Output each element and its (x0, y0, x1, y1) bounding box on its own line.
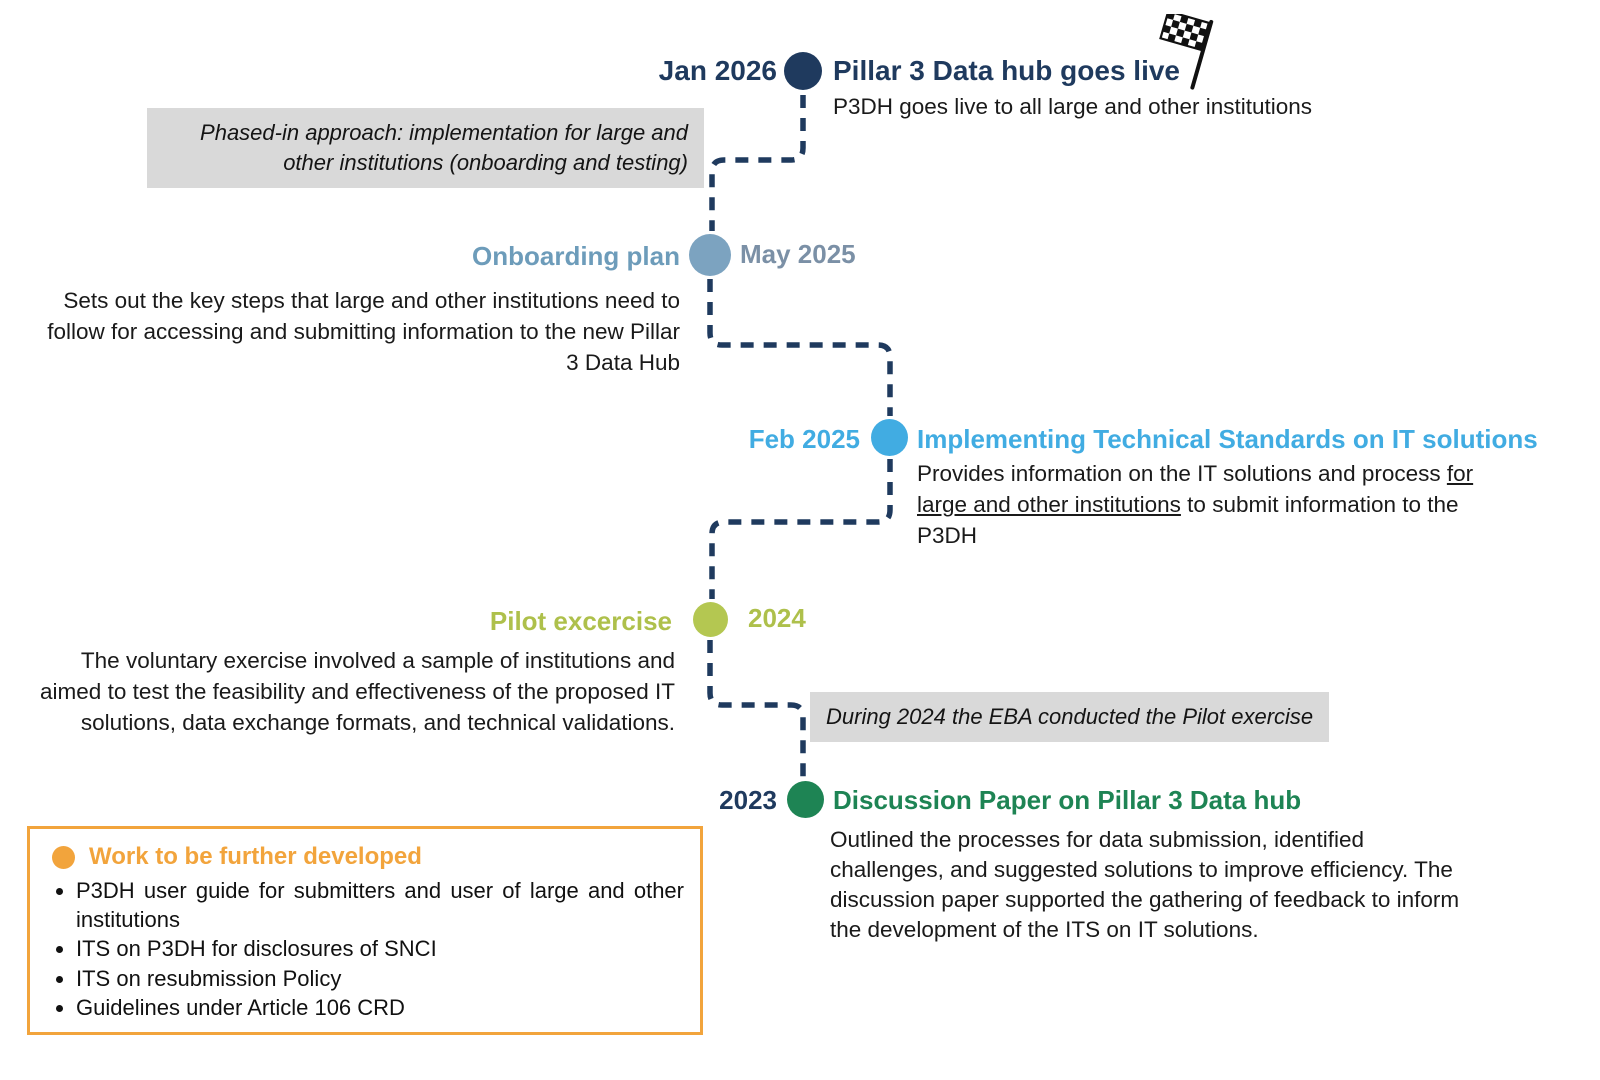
timeline-node-may-2025 (689, 234, 731, 276)
feb2025-description-pre: Provides information on the IT solutions… (917, 461, 1447, 486)
event-may2025-title: Onboarding plan (472, 241, 680, 271)
event-2023-description: Outlined the processes for data submissi… (830, 827, 1460, 942)
pilot-exercise-note: During 2024 the EBA conducted the Pilot … (810, 692, 1330, 742)
event-feb2025-description: Provides information on the IT solutions… (917, 458, 1514, 551)
list-item: P3DH user guide for submitters and user … (76, 877, 684, 934)
feb2025-description-underlined: for large and other institutions (917, 461, 1474, 517)
timeline-node-2023 (787, 781, 824, 818)
further-work-list: P3DH user guide for submitters and user … (46, 877, 684, 1023)
orange-bullet-icon (52, 845, 75, 869)
event-may2025-description: Sets out the key steps that large and ot… (47, 288, 680, 375)
event-2024-title: Pilot excercise (489, 606, 672, 636)
event-2024-description: The voluntary exercise involved a sample… (40, 648, 675, 735)
event-feb2025-title: Implementing Technical Standards on IT s… (917, 424, 1538, 454)
event-jan2026-title: Pillar 3 Data hub goes live (833, 55, 1181, 86)
phased-in-approach-note-text: Phased-in approach: implementation for l… (200, 120, 688, 175)
further-work-title: Work to be further developed (89, 843, 422, 870)
pilot-exercise-note-text: During 2024 the EBA conducted the Pilot … (826, 704, 1314, 729)
event-jan2026-date: Jan 2026 (658, 55, 777, 86)
event-jan2026-description: P3DH goes live to all large and other in… (833, 94, 1313, 119)
event-feb2025-date: Feb 2025 (748, 424, 860, 454)
further-work-panel: Work to be further developed P3DH user g… (27, 826, 703, 1035)
timeline-node-feb-2025 (871, 419, 908, 456)
event-may2025-date: May 2025 (740, 239, 856, 269)
event-2024-date: 2024 (748, 603, 806, 633)
further-work-header: Work to be further developed (52, 843, 684, 871)
checkered-flag-icon (1158, 9, 1250, 107)
list-item: Guidelines under Article 106 CRD (76, 994, 684, 1023)
list-item: ITS on resubmission Policy (76, 965, 684, 994)
event-2023-title: Discussion Paper on Pillar 3 Data hub (833, 785, 1302, 815)
timeline-node-2024 (693, 602, 728, 637)
list-item: ITS on P3DH for disclosures of SNCI (76, 935, 684, 964)
phased-in-approach-note: Phased-in approach: implementation for l… (147, 108, 704, 188)
timeline-node-jan-2026 (784, 52, 822, 90)
feb2025-description-post: to submit information to the P3DH (917, 492, 1459, 548)
event-2023-date: 2023 (719, 785, 777, 815)
